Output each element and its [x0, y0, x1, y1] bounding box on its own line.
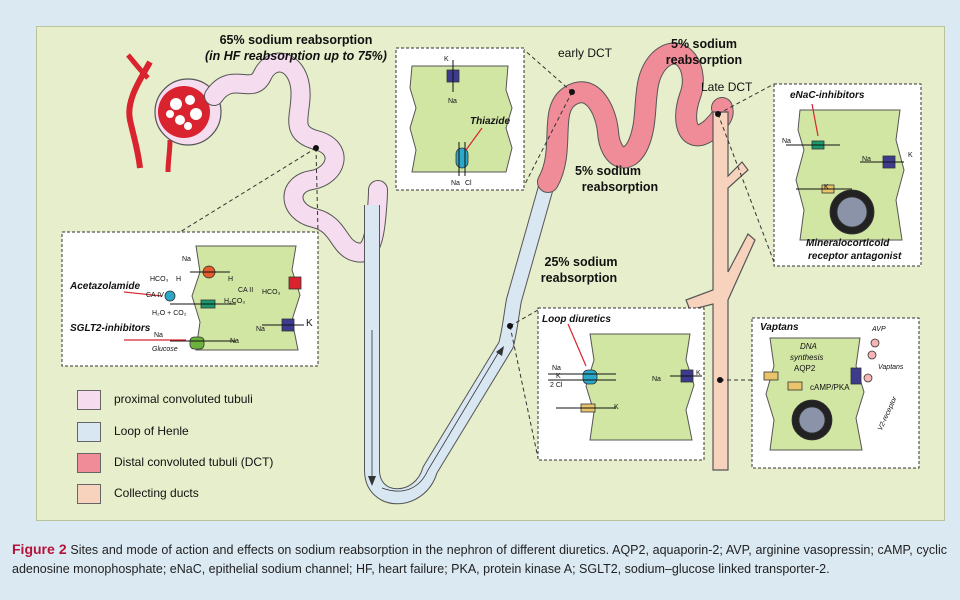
legend-label-dct: Distal convoluted tubuli (DCT)	[114, 455, 274, 469]
prox-k: K	[306, 318, 313, 329]
vaptans-dna-b: synthesis	[790, 353, 824, 362]
vaptans-dna-c: AQP2	[794, 364, 816, 373]
prox-glucose: Glucose	[152, 346, 178, 353]
prox-h2co3: H₂CO₃	[224, 298, 246, 305]
vaptans-avp: AVP	[872, 326, 886, 333]
prox-hco3: HCO₃	[150, 276, 169, 283]
vaptans-vap: Vaptans	[878, 364, 904, 371]
glomerulus	[126, 53, 222, 173]
label-5-percent-mid-b: reabsorption	[581, 180, 659, 194]
prox-ca2: CA II	[238, 287, 254, 294]
prox-na4: Na	[256, 326, 265, 333]
connector-lines	[179, 47, 775, 459]
loop-na2: Na	[652, 376, 661, 383]
vaptans-camp: cAMP/PKA	[810, 383, 850, 392]
acetazolamide-label: Acetazolamide	[70, 281, 141, 292]
collecting-duct	[685, 111, 756, 471]
loop-k: K	[556, 373, 561, 380]
loop-title: Loop diuretics	[542, 314, 611, 325]
caption-text: Sites and mode of action and effects on …	[12, 543, 947, 576]
loop-cl: 2 Cl	[550, 382, 563, 389]
vaptans-dna-a: DNA	[800, 342, 817, 351]
legend-swatch-proximal	[77, 390, 101, 410]
label-25-percent-b: reabsorption	[540, 271, 618, 285]
label-25-percent-a: 25% sodium	[544, 255, 618, 269]
legend-label-proximal: proximal convoluted tubuli	[114, 392, 253, 406]
prox-hco3b: HCO₃	[262, 289, 281, 296]
proximal-tubule	[204, 52, 388, 263]
label-5-percent-top-b: reabsorption	[665, 53, 743, 67]
enac-mra-b: receptor antagonist	[808, 251, 902, 262]
thiazide-title: Thiazide	[470, 116, 511, 127]
label-65-percent: 65% sodium reabsorption	[219, 33, 373, 47]
legend-swatch-dct	[77, 453, 101, 473]
prox-ca4: CA IV	[146, 292, 164, 299]
legend-label-collecting: Collecting ducts	[114, 486, 199, 500]
loop-na: Na	[552, 365, 561, 372]
vaptans-title: Vaptans	[760, 322, 799, 333]
distal-tubule	[537, 42, 734, 193]
label-hf-note: (in HF reabsorption up to 75%)	[205, 49, 387, 63]
legend-label-loop: Loop of Henle	[114, 424, 189, 438]
legend-swatch-collecting	[77, 484, 101, 504]
drug-arrows	[123, 103, 819, 367]
enac-k2: K	[824, 184, 829, 191]
enac-mra-a: Mineralocorticoid	[806, 238, 890, 249]
loop-k3: K	[614, 404, 619, 411]
label-early-dct: early DCT	[558, 46, 613, 60]
prox-na1: Na	[182, 256, 191, 263]
label-late-dct: Late DCT	[701, 80, 753, 94]
enac-na1: Na	[782, 138, 791, 145]
prox-na2: Na	[154, 332, 163, 339]
enac-na2: Na	[862, 156, 871, 163]
sglt2-label: SGLT2-inhibitors	[70, 323, 151, 334]
thiazide-k: K	[444, 56, 449, 63]
prox-na3: Na	[230, 338, 239, 345]
inset-arrows	[170, 60, 904, 409]
loop-k2: K	[696, 370, 701, 377]
legend-swatch-loop	[77, 422, 101, 442]
loop-of-henle	[364, 177, 556, 505]
enac-k1: K	[908, 152, 913, 159]
thiazide-na: Na	[448, 98, 457, 105]
thiazide-na2: Na	[451, 180, 460, 187]
prox-h2o: H₂O + CO₂	[152, 310, 187, 317]
figure-number: Figure 2	[12, 541, 67, 557]
figure-caption: Figure 2 Sites and mode of action and ef…	[12, 540, 947, 579]
label-5-percent-top-a: 5% sodium	[671, 37, 737, 51]
prox-h1: H	[176, 276, 182, 283]
thiazide-cl: Cl	[465, 180, 472, 187]
prox-h2: H	[228, 276, 234, 283]
label-5-percent-mid-a: 5% sodium	[575, 164, 641, 178]
enac-title: eNaC-inhibitors	[790, 90, 865, 101]
